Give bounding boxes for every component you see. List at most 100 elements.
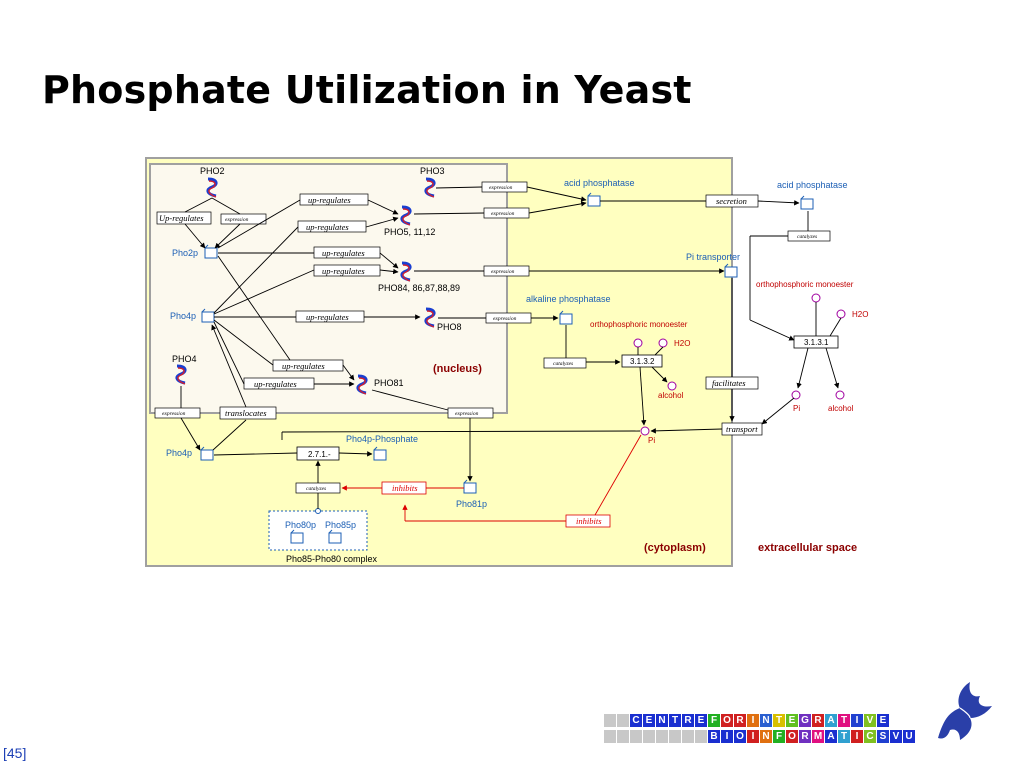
logo-letter: A: [825, 714, 837, 727]
nucleus-region: [149, 163, 508, 414]
alcohol-cell-node: [667, 381, 677, 391]
protein-pho4p-nucleus-label: Pho4p: [170, 311, 196, 321]
rel-up-regulates-7: up-regulates: [254, 379, 297, 389]
rel-expression-pho8: expression: [493, 316, 517, 322]
rel-up-regulates-cap: Up-regulates: [159, 213, 204, 223]
logo-spacer: [643, 730, 655, 743]
pathway-edges: [180, 186, 842, 509]
protein-pho2p-label: Pho2p: [172, 248, 198, 258]
logo-letter: O: [734, 730, 746, 743]
rel-inhibits-1: inhibits: [392, 483, 418, 493]
gene-pho3-label: PHO3: [420, 166, 445, 176]
ortho-extra-node: [811, 293, 821, 303]
logo-letter: B: [708, 730, 720, 743]
rel-expression-pho81: expression: [455, 411, 479, 417]
alcohol-extra-label: alcohol: [828, 404, 854, 413]
pi-cell-label: Pi: [648, 436, 655, 445]
rel-catalyzes-complex: catalyzes: [306, 486, 326, 492]
alcohol-extra-node: [835, 390, 845, 400]
logo-letter: A: [825, 730, 837, 743]
alkaline-phosphatase-label: alkaline phosphatase: [526, 294, 611, 304]
logo-letter: G: [799, 714, 811, 727]
rel-up-regulates-2: up-regulates: [306, 222, 349, 232]
logo-letter: N: [656, 714, 668, 727]
rel-expression-pho3: expression: [489, 185, 513, 191]
enzyme-271: 2.7.1.-: [308, 450, 331, 459]
logo-letter: I: [851, 730, 863, 743]
logo-letter: N: [760, 730, 772, 743]
logo-spacer: [604, 730, 616, 743]
logo-letter: V: [864, 714, 876, 727]
rel-expression-pho84: expression: [491, 269, 515, 275]
pi-extra-node: [791, 390, 801, 400]
logo-letter: T: [773, 714, 785, 727]
rel-expression-pho2: expression: [225, 217, 249, 223]
logo-spacer: [669, 730, 681, 743]
nucleus-label: (nucleus): [433, 363, 482, 375]
logo-letter: T: [669, 714, 681, 727]
logo-spacer: [617, 730, 629, 743]
protein-pho81p-label: Pho81p: [456, 499, 487, 509]
logo-letter: S: [877, 730, 889, 743]
enzyme-3131: 3.1.3.1: [804, 338, 829, 347]
logo-spacer: [630, 730, 642, 743]
logo-letter: C: [630, 714, 642, 727]
rel-expression-pho5: expression: [491, 211, 515, 217]
complex-box: [268, 510, 368, 551]
rel-catalyzes-cell: catalyzes: [553, 361, 573, 367]
protein-pho80p-label: Pho80p: [285, 520, 316, 530]
logo-letter: F: [708, 714, 720, 727]
acid-phosphatase-extra-label: acid phosphatase: [777, 180, 848, 190]
gene-pho8-label: PHO8: [437, 322, 462, 332]
h2o-cell-node: [658, 338, 668, 348]
logo-letter: N: [760, 714, 772, 727]
logo-letter: R: [812, 714, 824, 727]
logo-letter: O: [721, 714, 733, 727]
logo-spacer: [617, 714, 629, 727]
gene-pho5-label: PHO5, 11,12: [384, 227, 435, 237]
rel-catalyzes-extra: catalyzes: [797, 234, 817, 240]
rel-expression-pho4: expression: [162, 411, 186, 417]
rel-up-regulates-4: up-regulates: [322, 266, 365, 276]
logo-spacer: [682, 730, 694, 743]
h2o-cell-label: H2O: [674, 339, 690, 348]
logo-letter: U: [903, 730, 915, 743]
rel-up-regulates-6: up-regulates: [282, 361, 325, 371]
griffin-logo-icon: [938, 682, 992, 740]
logo-spacer: [695, 730, 707, 743]
page-number: [45]: [3, 745, 27, 761]
gene-pho81-label: PHO81: [374, 378, 404, 388]
logo-letter: V: [890, 730, 902, 743]
logo-letter: E: [877, 714, 889, 727]
rel-inhibits-2: inhibits: [576, 516, 602, 526]
rel-up-regulates-5: up-regulates: [306, 312, 349, 322]
h2o-extra-node: [836, 309, 846, 319]
logo-spacer: [656, 730, 668, 743]
ortho-cell-label: orthophosphoric monoester: [590, 320, 688, 329]
pi-cell-node: [640, 426, 650, 436]
gene-pho84-label: PHO84, 86,87,88,89: [378, 283, 460, 293]
logo-letter: F: [773, 730, 785, 743]
acid-phosphatase-extra-icon: [800, 195, 814, 210]
pi-transporter-label: Pi transporter: [686, 252, 740, 262]
logo-letter: R: [734, 714, 746, 727]
logo-letter: I: [851, 714, 863, 727]
protein-pho85p-label: Pho85p: [325, 520, 356, 530]
pi-extra-label: Pi: [793, 404, 800, 413]
logo-letter: O: [786, 730, 798, 743]
alcohol-cell-label: alcohol: [658, 391, 684, 400]
logo-letter: E: [643, 714, 655, 727]
gene-pho2-label: PHO2: [200, 166, 225, 176]
gene-pho4-label: PHO4: [172, 354, 197, 364]
ortho-extra-label: orthophosphoric monoester: [756, 280, 854, 289]
ortho-cell-node: [633, 338, 643, 348]
logo-letter: I: [747, 714, 759, 727]
rel-up-regulates-1: up-regulates: [308, 195, 351, 205]
logo-letter: I: [747, 730, 759, 743]
rel-facilitates: facilitates: [712, 378, 746, 388]
logo-letter: E: [786, 714, 798, 727]
logo-letter: T: [838, 714, 850, 727]
